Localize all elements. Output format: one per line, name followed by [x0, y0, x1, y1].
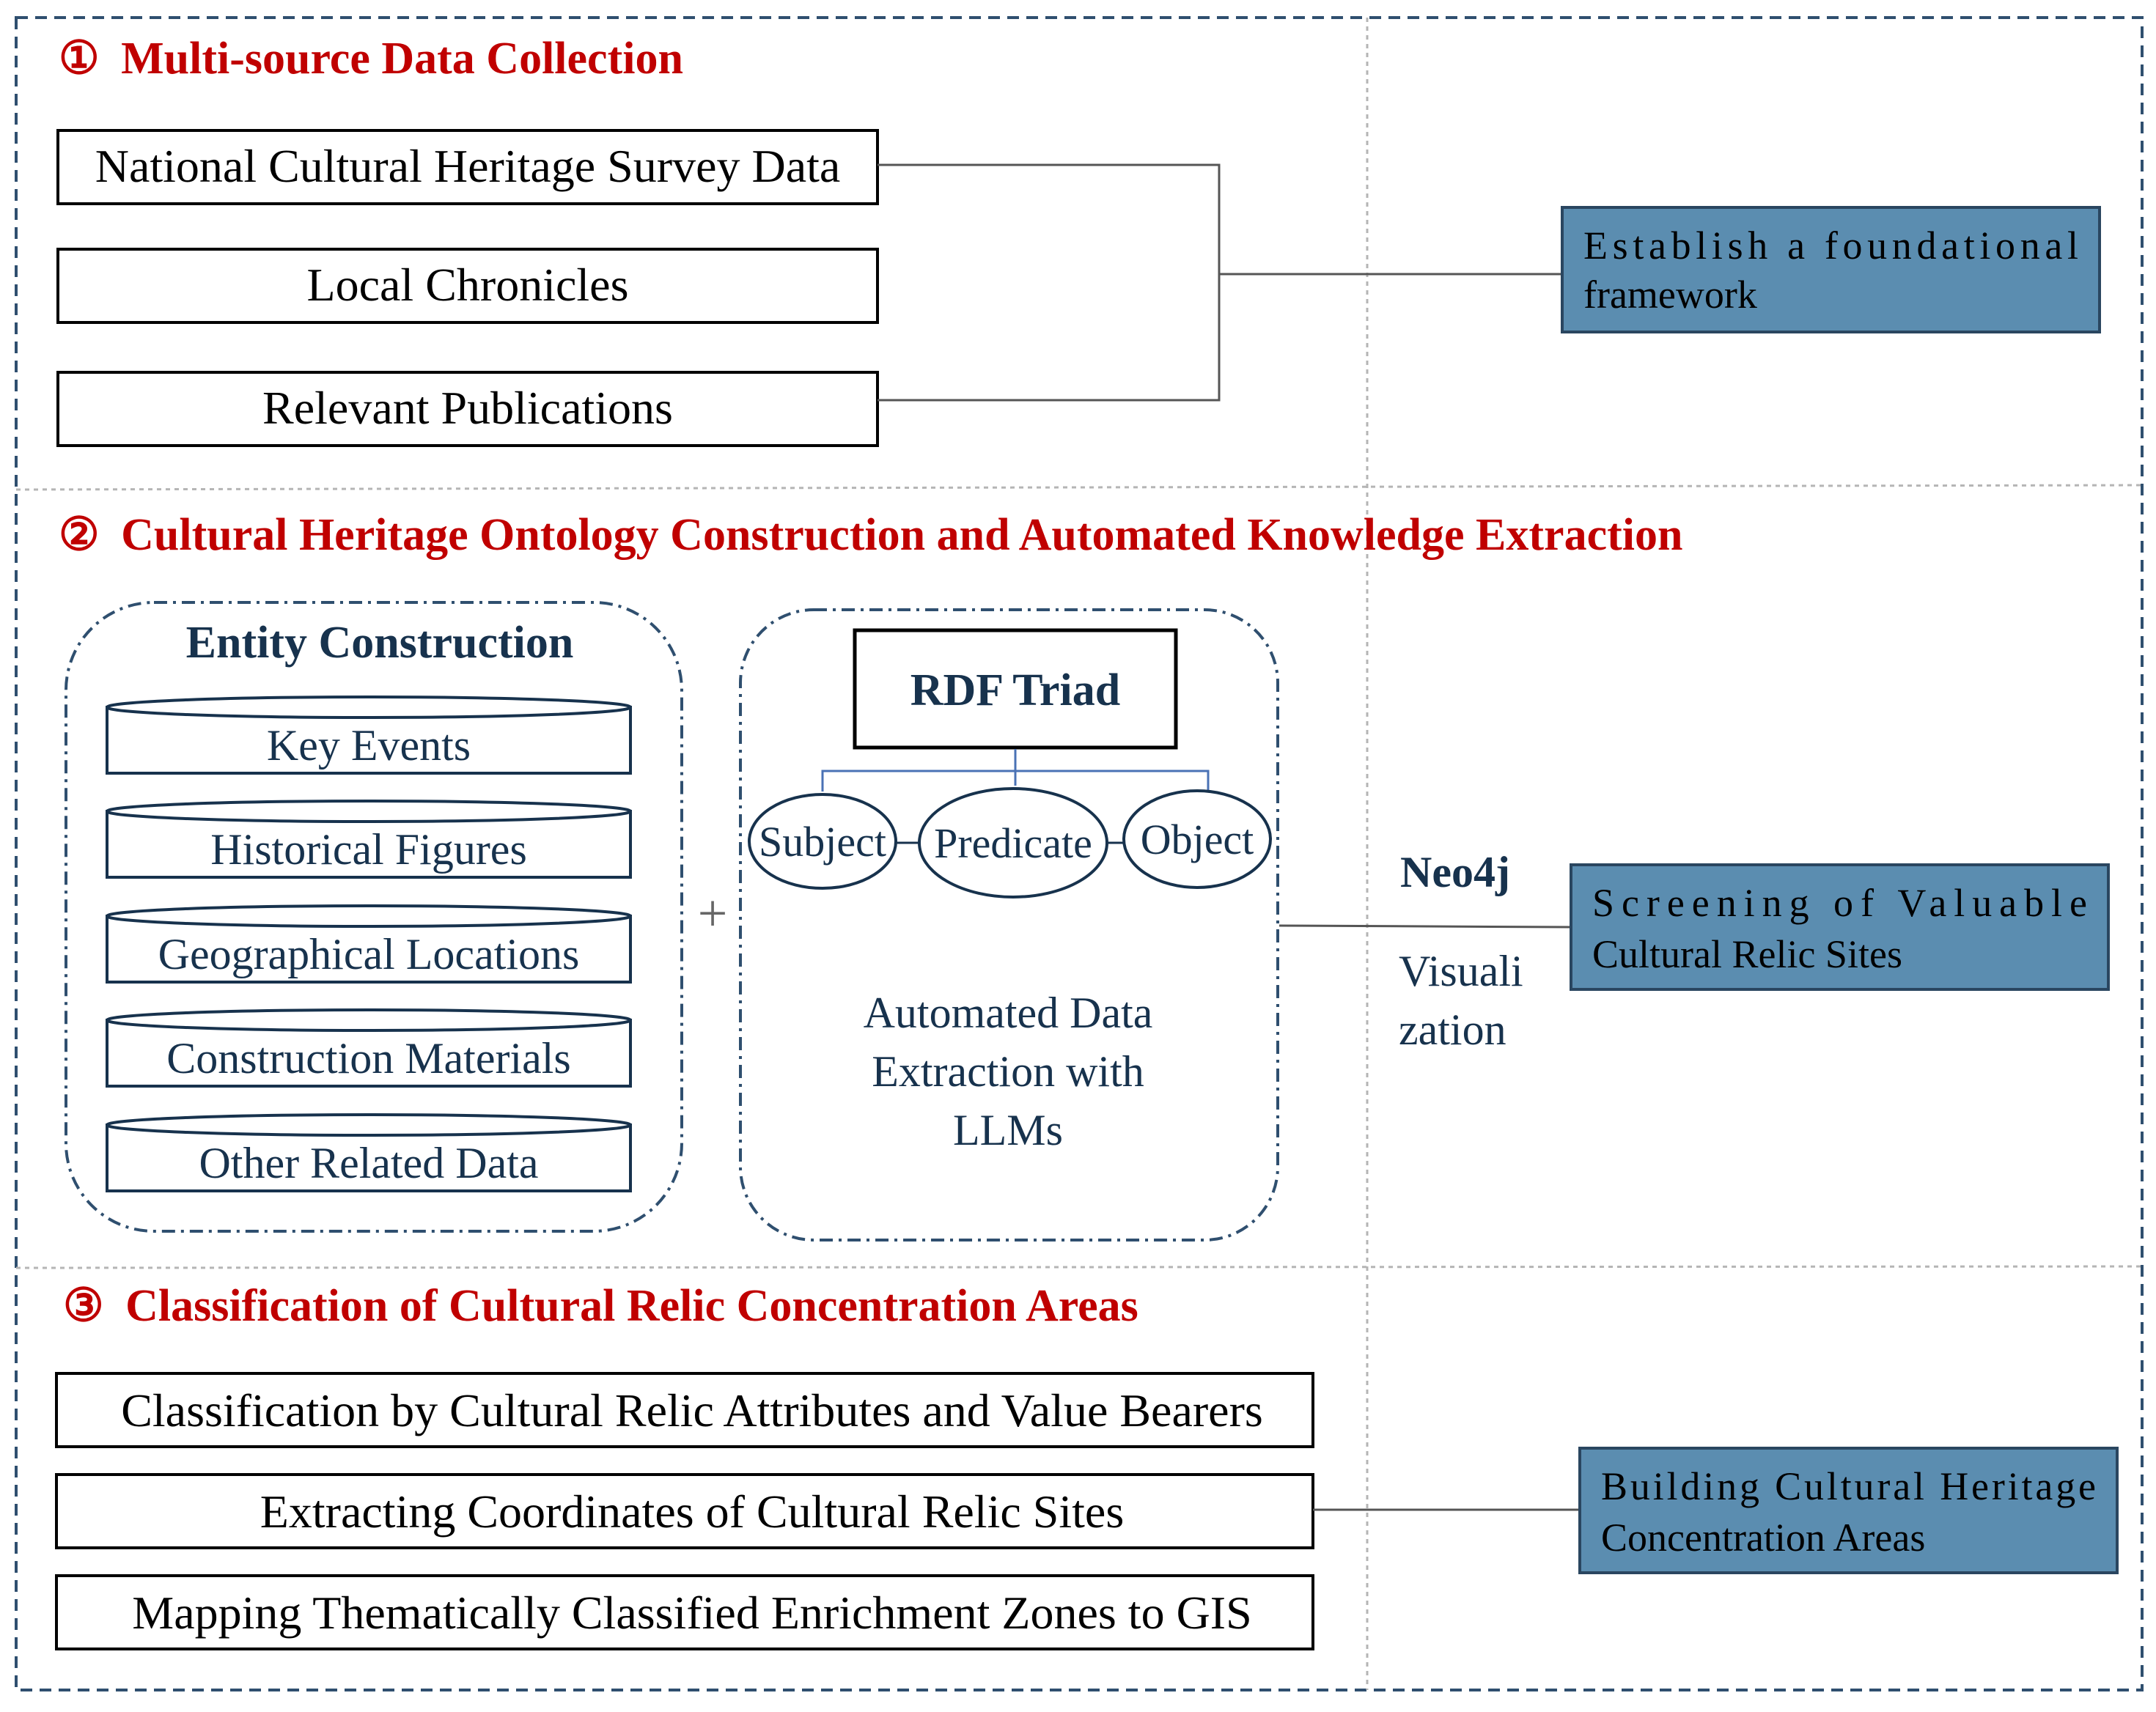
step-box-classification: [55, 1372, 1314, 1448]
step-box-gis: [55, 1574, 1314, 1650]
entity-label-geographical-locations: Geographical Locations: [158, 930, 580, 978]
entity-label-other-data: Other Related Data: [199, 1139, 538, 1187]
extraction-text-line-3: LLMs: [953, 1106, 1063, 1154]
entity-cylinder: Key Events: [106, 696, 632, 775]
entity-cylinders: Key Events Historical Figures Geographic…: [106, 696, 632, 1192]
extraction-text-line-2: Extraction with: [872, 1047, 1144, 1096]
outcome-text-concentration: Building Cultural Heritage: [1601, 1464, 2096, 1508]
section-3-label: Classification of Cultural Relic Concent…: [125, 1281, 1138, 1331]
neo4j-label: Neo4j: [1400, 848, 1510, 896]
outcome-box-screening: [1570, 863, 2110, 991]
source-label-chronicles: Local Chronicles: [307, 259, 629, 311]
triad-node-object: [1122, 789, 1272, 889]
rdf-triad-box: [853, 628, 1178, 750]
section-1-number: ①: [59, 34, 100, 84]
source-box-publications: [56, 371, 879, 447]
entity-construction-title: Entity Construction: [186, 618, 574, 668]
step-label-coordinates: Extracting Coordinates of Cultural Relic…: [260, 1486, 1124, 1538]
source-box-chronicles: [56, 248, 879, 324]
section-2-label: Cultural Heritage Ontology Construction …: [121, 510, 1682, 560]
outcome-text-screening-2: Cultural Relic Sites: [1592, 932, 1902, 976]
entity-label-key-events: Key Events: [267, 721, 471, 770]
triad-brace-connector: [821, 749, 1210, 792]
entity-label-historical-figures: Historical Figures: [210, 825, 527, 874]
outcome-text-screening: Screening of Valuable: [1592, 881, 2087, 925]
section-1-title: ① Multi-source Data Collection: [59, 34, 683, 84]
entity-cylinder: Construction Materials: [106, 1008, 632, 1088]
outcome-text-framework: Establish a foundational: [1583, 224, 2078, 268]
step-label-gis: Mapping Thematically Classified Enrichme…: [132, 1587, 1251, 1639]
divider-2: [15, 1265, 2143, 1269]
extraction-text-line-1: Automated Data: [864, 989, 1153, 1037]
outcome-text-framework-2: framework: [1583, 273, 1757, 317]
outcome-text-concentration-2: Concentration Areas: [1601, 1516, 1925, 1560]
step-label-classification: Classification by Cultural Relic Attribu…: [121, 1384, 1263, 1436]
section-2-title: ② Cultural Heritage Ontology Constructio…: [59, 510, 1682, 560]
outcome-box-framework: [1561, 206, 2101, 333]
triad-label-subject: Subject: [759, 818, 886, 866]
section-2-number: ②: [59, 510, 100, 560]
divider-1: [15, 484, 2143, 491]
outcome-box-concentration: [1578, 1447, 2119, 1574]
source-label-publications: Relevant Publications: [262, 382, 673, 434]
sources-bracket-connector: [878, 163, 1564, 402]
visualization-label-1: Visuali: [1399, 947, 1523, 995]
triad-label-predicate: Predicate: [934, 819, 1092, 867]
section-3-number: ③: [63, 1281, 104, 1331]
rdf-extraction-container: [739, 608, 1279, 1241]
triad-node-subject: [748, 793, 897, 890]
section-1-label: Multi-source Data Collection: [121, 34, 683, 84]
entity-label-construction-materials: Construction Materials: [166, 1034, 571, 1082]
section-3-title: ③ Classification of Cultural Relic Conce…: [63, 1281, 1138, 1331]
triad-label-object: Object: [1141, 816, 1254, 863]
plus-sign: +: [698, 884, 728, 942]
source-box-survey: [56, 129, 879, 205]
entity-cylinder: Geographical Locations: [106, 904, 632, 984]
outer-frame: [15, 16, 2144, 1691]
visualization-label-2: zation: [1399, 1006, 1506, 1054]
entity-cylinder: Historical Figures: [106, 800, 632, 879]
step-box-coordinates: [55, 1473, 1314, 1549]
source-label-survey: National Cultural Heritage Survey Data: [95, 140, 841, 192]
entity-cylinder: Other Related Data: [106, 1113, 632, 1192]
rdf-triad-title: RDF Triad: [910, 665, 1120, 715]
rdf-to-outcome-connector: [1278, 924, 1572, 929]
